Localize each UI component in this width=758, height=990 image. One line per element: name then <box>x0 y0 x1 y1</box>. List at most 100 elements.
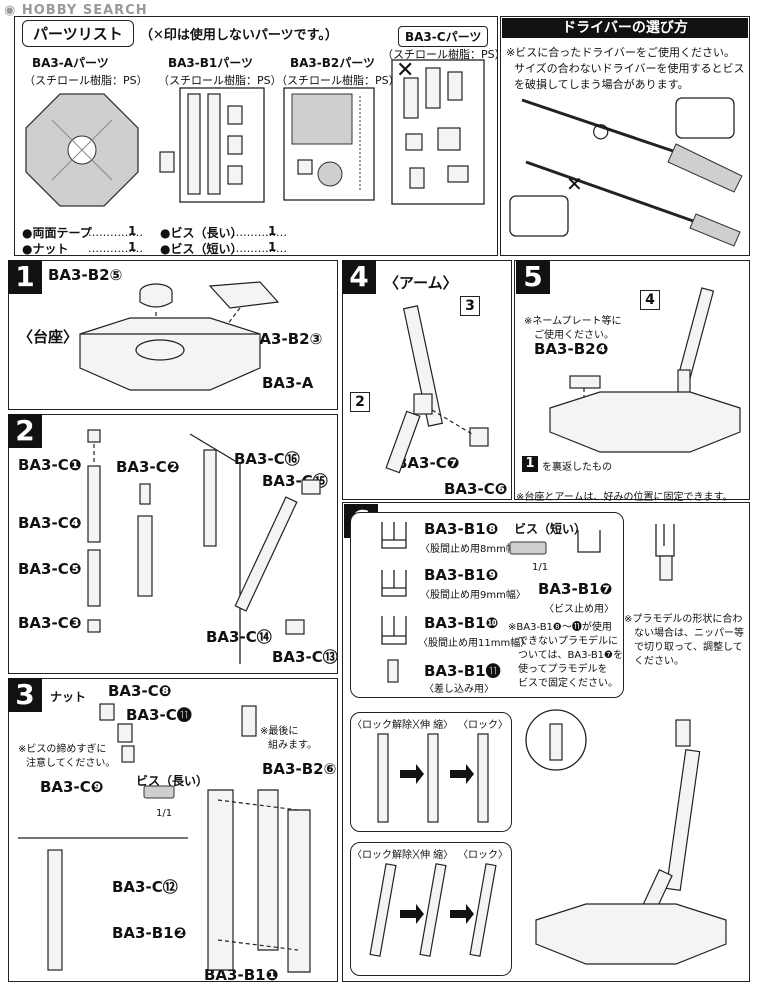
sheet-b2-material: （スチロール樹脂：PS） <box>276 74 400 87</box>
step-6-trim-note-1: ※プラモデルの形状に合わ <box>624 614 743 625</box>
step-1-number: 1 <box>8 260 42 294</box>
step-4-callout-3: 3 <box>460 296 480 316</box>
driver-illustration <box>509 97 743 247</box>
parts-list-title: パーツリスト <box>22 20 134 47</box>
step-6-label-b1-11: BA3-B1⓫ <box>424 662 501 680</box>
step-5-note-1: ※ネームプレート等に <box>524 316 622 327</box>
step-2-label-c2: BA3-C❷ <box>116 458 180 476</box>
step-6-trim-note-4: ください。 <box>634 656 684 667</box>
step-3-last-note-1: ※最後に <box>260 726 299 737</box>
step-6-desc-b1-10: 〈股間止め用11mm幅〉 <box>418 638 531 649</box>
step-3-panel <box>8 678 338 982</box>
step-6-note-4: 使ってプラモデルを <box>518 664 608 675</box>
extra-long-screw-leader: …………… <box>232 226 287 239</box>
sheet-c-name: BA3-Cパーツ <box>398 26 489 47</box>
sheet-a-name: BA3-Aパーツ <box>32 56 109 70</box>
step-1-illustration <box>79 281 280 391</box>
step-3-label-b2-6: BA3-B2⑥ <box>262 760 337 778</box>
step-3-label-c9: BA3-C❾ <box>40 778 104 796</box>
step-5-flipped-note: を裏返したもの <box>542 462 612 473</box>
step-3-label-c11: BA3-C⓫ <box>126 706 192 724</box>
driver-ng-mark: ✕ <box>566 172 583 196</box>
step-4-label-c6: BA3-C❻ <box>444 480 508 498</box>
extra-long-screw-count: 1 <box>268 224 277 238</box>
sheet-c-drawing <box>391 59 485 205</box>
step-6-label-short-screw: ビス（短い） <box>514 522 587 536</box>
step-6-bottom-unlock: 〈ロック解除〉 <box>352 850 422 861</box>
step-6-adapters-illustration <box>381 522 675 683</box>
step-6-note-5: ビスで固定ください。 <box>518 678 618 689</box>
step-3-note-1: ※ビスの締めすぎに <box>18 744 107 755</box>
step-6-trim-note-2: ない場合は、ニッパー等 <box>634 628 744 639</box>
extra-short-screw-label: ●ビス（短い） <box>160 242 243 256</box>
driver-text-1: ※ビスに合ったドライバーをご使用ください。 <box>506 46 735 59</box>
step-5-illustration <box>549 287 741 453</box>
step-5-label-b2-4: BA3-B2❹ <box>534 340 609 358</box>
step-3-last-note-2: 組みます。 <box>268 740 317 751</box>
extra-short-screw-count: 1 <box>268 240 277 254</box>
step-6-label-b1-10: BA3-B1❿ <box>424 614 499 632</box>
sheet-b2-drawing <box>283 87 375 201</box>
step-2-label-c1: BA3-C❶ <box>18 456 82 474</box>
step-2-label-c13: BA3-C⑬ <box>272 648 338 666</box>
step-3-label-long-screw: ビス（長い） <box>136 774 209 788</box>
watermark-logo-icon: ◉ <box>4 3 22 18</box>
extra-short-screw-leader: …………… <box>232 242 287 255</box>
step-6-label-b1-8: BA3-B1❽ <box>424 520 499 538</box>
extra-nut-count: 1 <box>128 240 137 254</box>
extra-nut-label: ●ナット <box>22 242 69 256</box>
step-4-illustration <box>385 305 489 474</box>
step-6-scale: 1/1 <box>532 562 549 573</box>
step-1-label-b2-5: BA3-B2⑤ <box>48 266 123 284</box>
driver-title-bar: ドライバーの選び方 <box>502 18 748 38</box>
extra-long-screw-label: ●ビス（長い） <box>160 226 243 240</box>
step-4-number: 4 <box>342 260 376 294</box>
step-3-scale: 1/1 <box>156 808 173 819</box>
step-5-callout-4: 4 <box>640 290 660 310</box>
step-4-callout-2: 2 <box>350 392 370 412</box>
sheet-c-material: （スチロール樹脂：PS） <box>382 48 506 61</box>
step-2-label-c5: BA3-C❺ <box>18 560 82 578</box>
step-6-label-b1-7: BA3-B1❼ <box>538 580 613 598</box>
sheet-b2-name: BA3-B2パーツ <box>290 56 376 70</box>
step-6-top-unlock: 〈ロック解除〉 <box>352 720 422 731</box>
step-6-bottom-lock: 〈ロック〉 <box>458 850 508 861</box>
step-6-stand-illustration <box>525 709 727 965</box>
step-6-desc-b1-8: 〈股間止め用8mm幅〉 <box>420 544 526 555</box>
step-2-illustration <box>87 429 321 664</box>
step-2-label-c4: BA3-C❹ <box>18 514 82 532</box>
step-6-trim-note-3: で切り取って、調整して <box>634 642 743 653</box>
step-6-note-2: できないプラモデルに <box>518 636 618 647</box>
sheet-a-drawing <box>25 93 139 207</box>
step-5-number: 5 <box>516 260 550 294</box>
step-1-label-b2-3: BA3-B2③ <box>248 330 323 348</box>
step-3-label-c8: BA3-C❽ <box>108 682 172 700</box>
step-1-label-a: BA3-A <box>262 374 314 392</box>
sheet-b1-drawing <box>159 87 265 203</box>
extra-tape-label: ●両面テープ <box>22 226 92 240</box>
step-2-number: 2 <box>8 414 42 448</box>
step-2-panel <box>8 414 338 674</box>
driver-ok-mark: ○ <box>592 118 610 142</box>
step-6-desc-b1-9: 〈股間止め用9mm幅〉 <box>420 590 526 601</box>
step-6-lock-top-illustration <box>377 733 489 823</box>
step-4-label-c7: BA3-C❼ <box>396 454 460 472</box>
extra-nut-leader: …………… <box>88 242 143 255</box>
step-6-note-3: ついては、BA3-B1❼を <box>518 650 624 661</box>
step-6-desc-b1-11: 〈差し込み用〉 <box>424 684 494 695</box>
sheet-c-unused-mark: ✕ <box>396 58 415 83</box>
step-6-desc-b1-7: 〈ビス止め用〉 <box>544 604 614 615</box>
extra-tape-leader: …………… <box>88 226 143 239</box>
step-3-label-b1-2: BA3-B1❷ <box>112 924 187 942</box>
sheet-b1-material: （スチロール樹脂：PS） <box>158 74 282 87</box>
step-2-label-c14: BA3-C⑭ <box>206 628 272 646</box>
step-6-note-1: ※BA3-B1❽～⓫が使用 <box>508 622 612 633</box>
step-6-lock-bottom-illustration <box>369 863 497 957</box>
step-6-bottom-extend: 〈伸 縮〉 <box>410 850 454 861</box>
step-6-top-lock: 〈ロック〉 <box>458 720 508 731</box>
driver-text-3: を破損してしまう場合があります。 <box>514 78 689 91</box>
driver-text-2: サイズの合わないドライバーを使用するとビス <box>514 62 745 75</box>
step-2-label-c16: BA3-C⑯ <box>234 450 300 468</box>
step-3-label-nut: ナット <box>50 690 87 704</box>
step-6-label-b1-9: BA3-B1❾ <box>424 566 499 584</box>
